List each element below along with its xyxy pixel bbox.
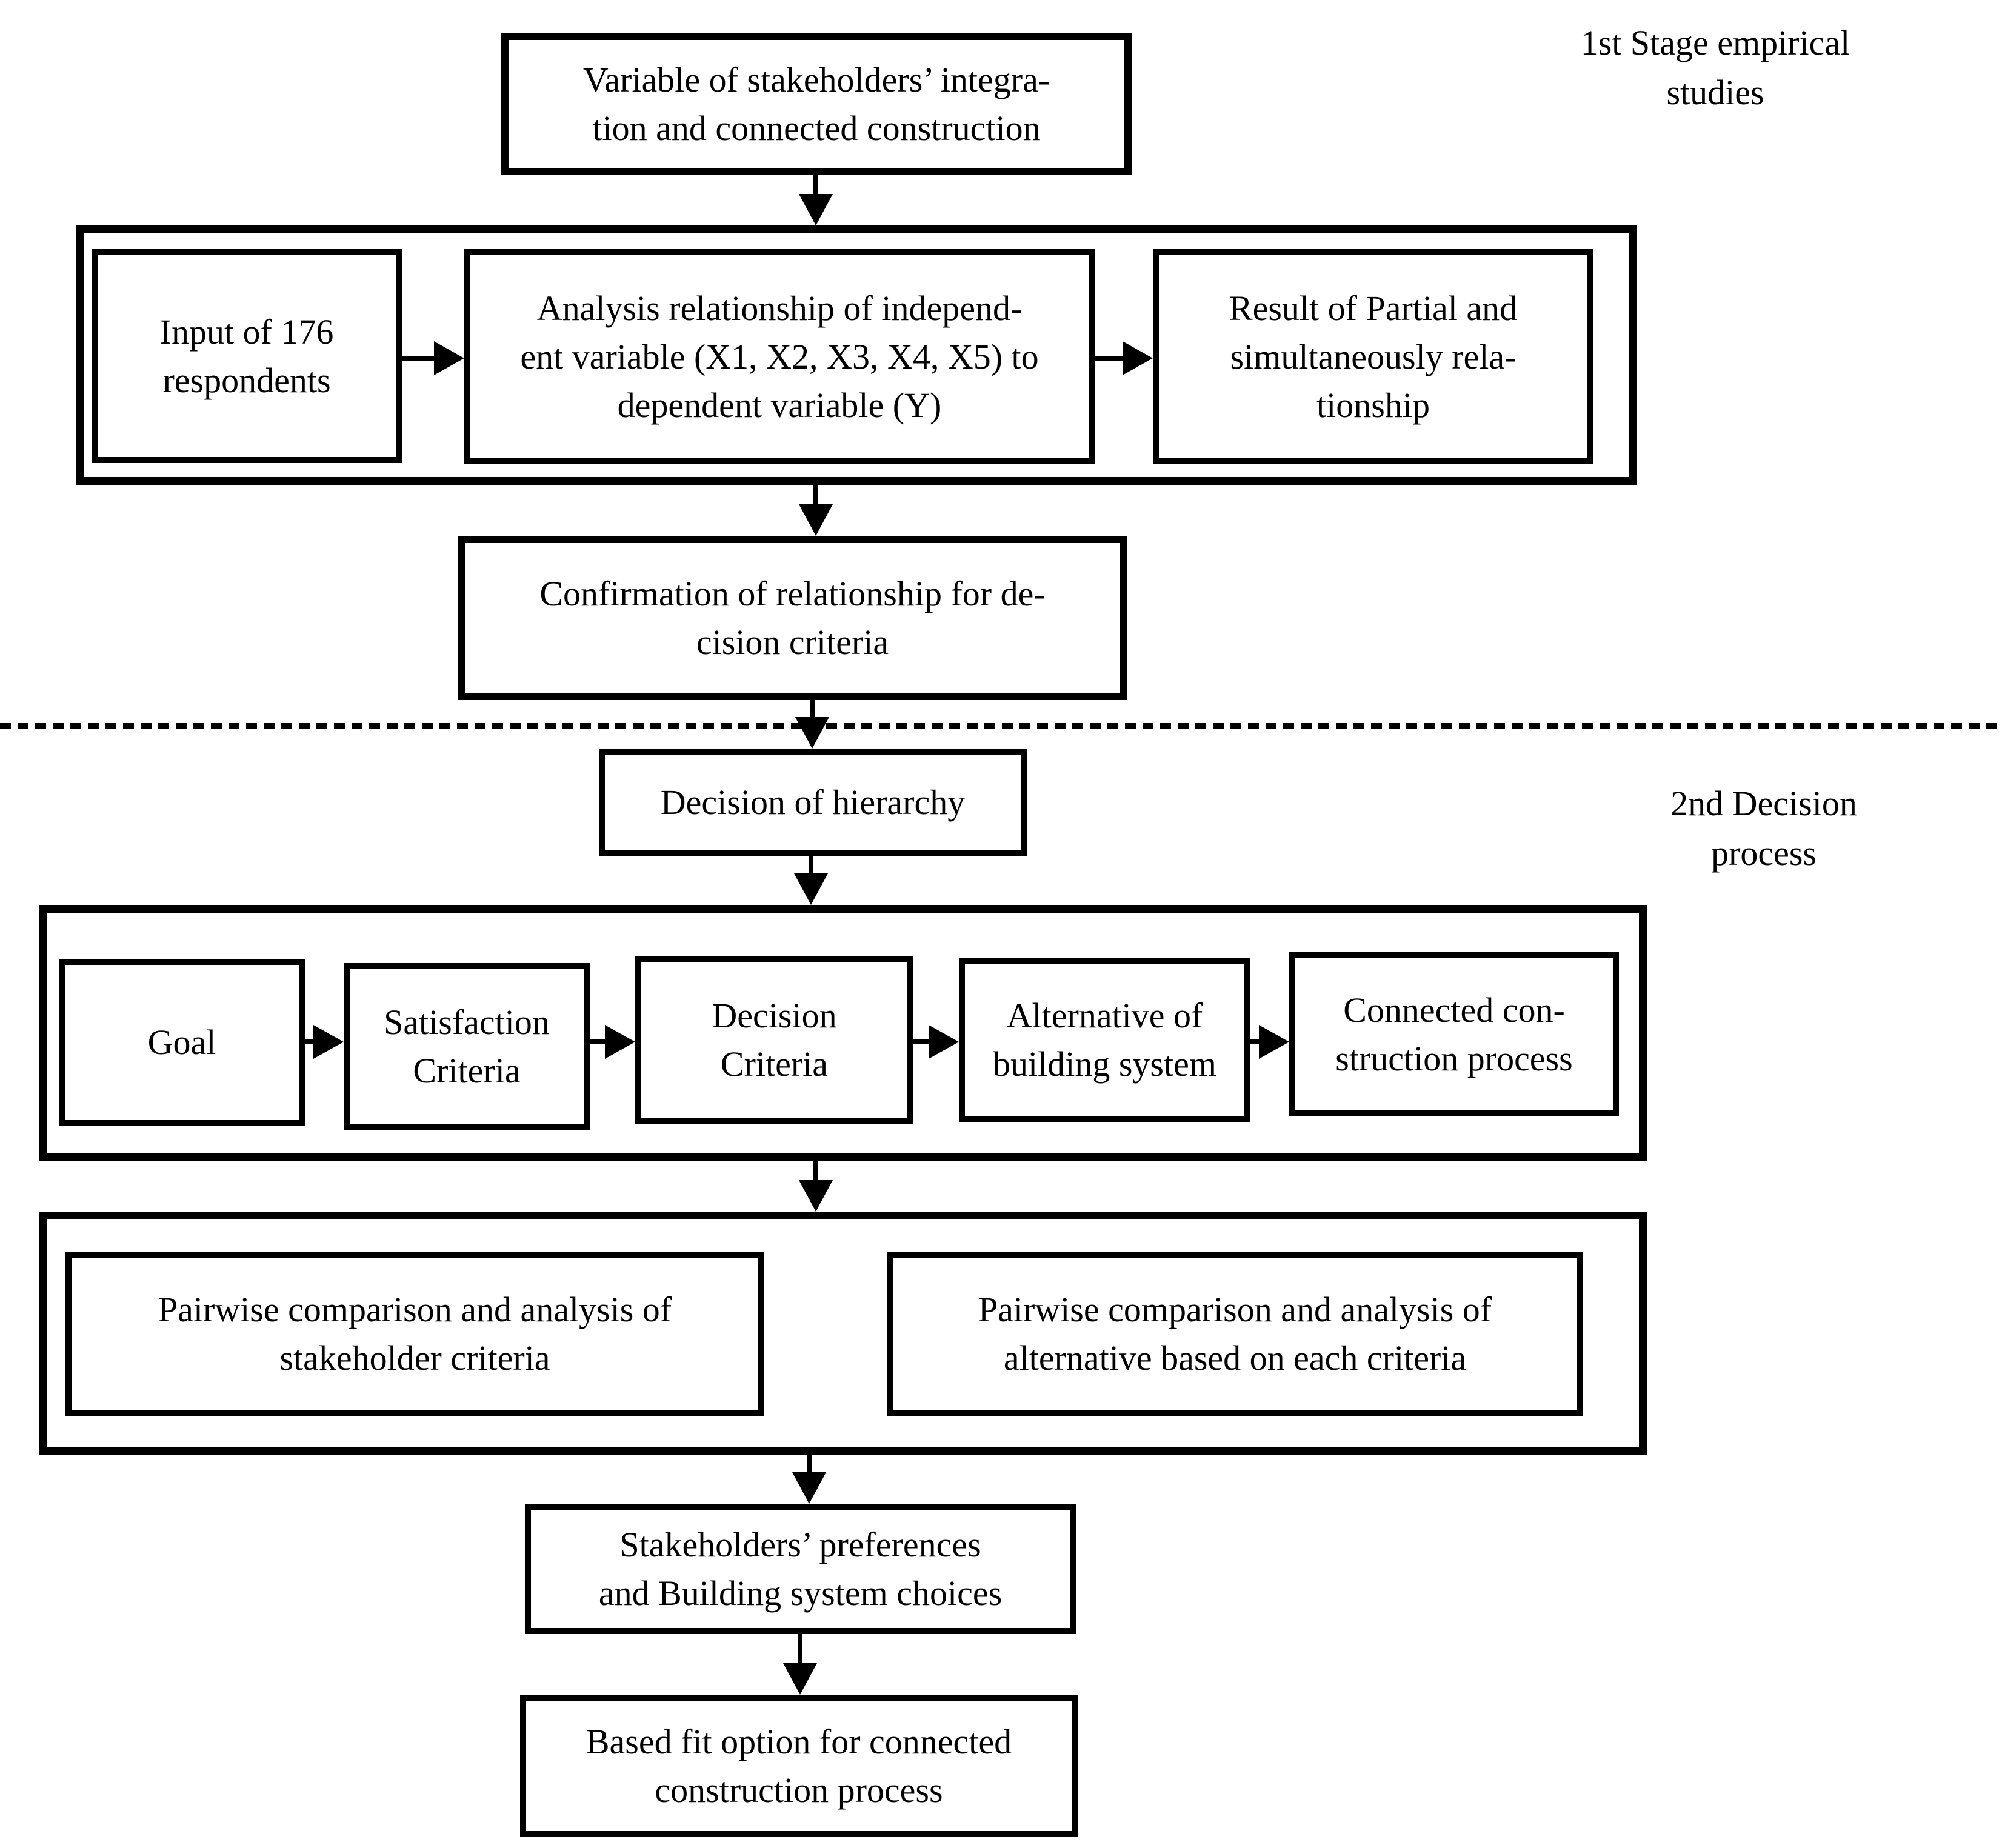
right-arrow-icon: [1095, 341, 1153, 375]
down-arrow-icon: [794, 856, 828, 905]
pairwise-stakeholder-text: Pairwise comparison and analysis of stak…: [158, 1290, 672, 1378]
analysis-box: Analysis relationship of independ- ent v…: [464, 249, 1095, 464]
connected-process-text: Connected con- struction process: [1335, 990, 1573, 1078]
variable-box: Variable of stakeholders’ integra- tion …: [501, 33, 1132, 175]
stage1-label: 1st Stage empirical studies: [1580, 23, 1850, 112]
hierarchy-group-box: Goal Satisfaction Criteria Decision Crit…: [39, 905, 1647, 1161]
right-arrow-icon: [590, 1025, 635, 1059]
down-arrow-icon: [795, 700, 829, 749]
right-arrow-icon: [402, 341, 464, 375]
hierarchy-box: Decision of hierarchy: [599, 749, 1027, 856]
input-box: Input of 176 respondents: [92, 249, 402, 463]
decision-criteria-text: Decision Criteria: [712, 996, 837, 1084]
analysis-box-text: Analysis relationship of independ- ent v…: [520, 288, 1039, 425]
stage1-group-box: Input of 176 respondents Analysis relati…: [76, 225, 1637, 485]
down-arrow-icon: [783, 1634, 817, 1695]
pairwise-alternative-box: Pairwise comparison and analysis of alte…: [887, 1252, 1583, 1416]
hierarchy-box-text: Decision of hierarchy: [660, 782, 966, 822]
result-box-text: Result of Partial and simultaneously rel…: [1229, 288, 1518, 425]
down-arrow-icon: [799, 175, 833, 225]
right-arrow-icon: [913, 1025, 959, 1059]
based-fit-box: Based fit option for connected construct…: [520, 1695, 1078, 1837]
connected-process-box: Connected con- struction process: [1289, 952, 1619, 1116]
result-box: Result of Partial and simultaneously rel…: [1153, 249, 1593, 464]
alternative-box-text: Alternative of building system: [993, 996, 1216, 1084]
based-fit-box-text: Based fit option for connected construct…: [586, 1721, 1012, 1810]
satisfaction-criteria-box: Satisfaction Criteria: [344, 963, 590, 1130]
down-arrow-icon: [792, 1455, 826, 1504]
alternative-box: Alternative of building system: [959, 958, 1250, 1122]
right-arrow-icon: [1250, 1025, 1289, 1059]
down-arrow-icon: [799, 1161, 833, 1212]
confirmation-box-text: Confirmation of relationship for de- cis…: [539, 573, 1046, 662]
confirmation-box: Confirmation of relationship for de- cis…: [458, 536, 1127, 700]
input-box-text: Input of 176 respondents: [159, 312, 334, 400]
stage-divider-dashed-line: [0, 723, 2002, 729]
goal-box: Goal: [59, 959, 305, 1126]
decision-criteria-box: Decision Criteria: [635, 956, 913, 1124]
stage2-label: 2nd Decision process: [1670, 784, 1857, 873]
right-arrow-icon: [305, 1025, 344, 1059]
pairwise-alternative-text: Pairwise comparison and analysis of alte…: [978, 1290, 1492, 1378]
preferences-box-text: Stakeholders’ preferences and Building s…: [598, 1524, 1003, 1613]
down-arrow-icon: [799, 485, 833, 536]
variable-box-text: Variable of stakeholders’ integra- tion …: [582, 59, 1050, 148]
satisfaction-criteria-text: Satisfaction Criteria: [384, 1002, 550, 1090]
preferences-box: Stakeholders’ preferences and Building s…: [525, 1504, 1076, 1634]
pairwise-stakeholder-box: Pairwise comparison and analysis of stak…: [65, 1252, 764, 1416]
goal-box-text: Goal: [147, 1022, 216, 1062]
pairwise-group-box: Pairwise comparison and analysis of stak…: [39, 1212, 1647, 1455]
